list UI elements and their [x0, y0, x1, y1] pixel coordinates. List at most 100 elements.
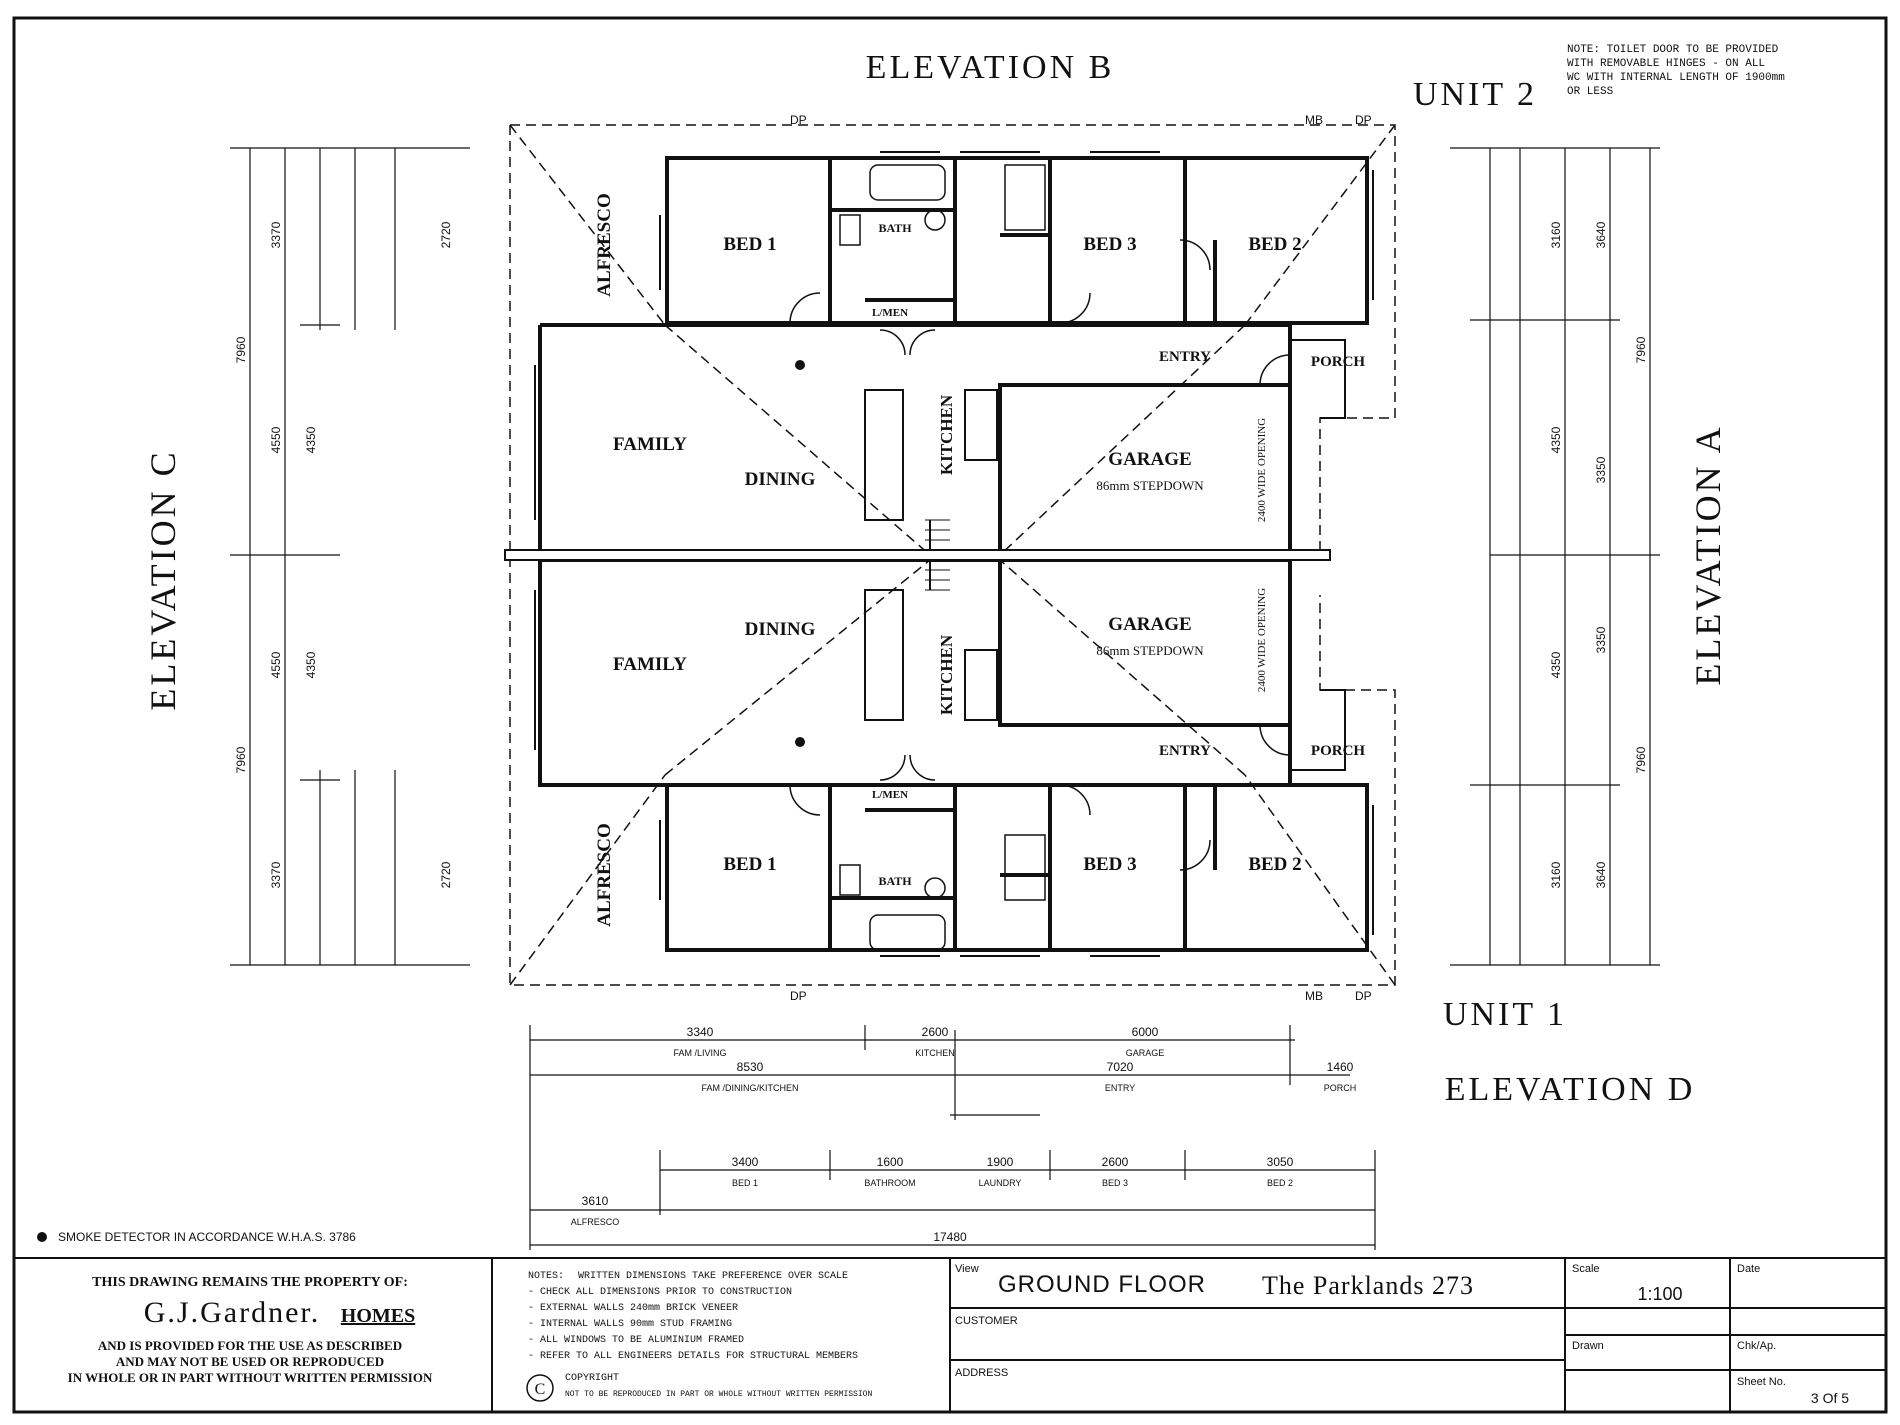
room-label: GARAGE — [1108, 449, 1191, 470]
dimension-label: BED 3 — [1102, 1178, 1128, 1188]
scale-value: 1:100 — [1637, 1284, 1682, 1304]
left-dimension-text: 3370 7960 4550 4350 4350 4550 7960 3370 … — [234, 221, 453, 888]
dimension-label: 1900 — [987, 1155, 1014, 1169]
unit-2-label: UNIT 2 — [1413, 76, 1537, 113]
downpipe-label: DP — [790, 989, 807, 1003]
room-label: 86mm STEPDOWN — [1096, 478, 1204, 493]
view-label: View — [955, 1263, 979, 1275]
room-label: PORCH — [1311, 743, 1365, 759]
room-label: FAMILY — [613, 654, 687, 675]
dimension-label: 7960 — [234, 336, 248, 363]
copyright-icon — [526, 1374, 554, 1402]
elevation-a-label: ELEVATION A — [1688, 424, 1728, 685]
dimension-label: 2600 — [1102, 1155, 1129, 1169]
dimension-label: GARAGE — [1126, 1048, 1165, 1058]
note-item: - CHECK ALL DIMENSIONS PRIOR TO CONSTRUC… — [528, 1287, 792, 1298]
roof-outline — [509, 124, 1396, 986]
dimension-label: 3640 — [1594, 221, 1608, 248]
downpipe-label: DP — [1355, 113, 1372, 127]
dimension-label: 3370 — [269, 221, 283, 248]
title-block-frame — [13, 1257, 1887, 1413]
dimension-label: 6000 — [1132, 1025, 1159, 1039]
note-item: - INTERNAL WALLS 90mm STUD FRAMING — [528, 1319, 732, 1330]
dimension-label: 4550 — [269, 426, 283, 453]
room-label: DINING — [745, 469, 816, 490]
dimension-label: 3610 — [582, 1194, 609, 1208]
dimension-label: BED 2 — [1267, 1178, 1293, 1188]
room-label: BED 2 — [1248, 234, 1301, 255]
room-label: L/MEN — [872, 789, 908, 801]
dimension-label: LAUNDRY — [979, 1178, 1022, 1188]
construction-notes: NOTES: WRITTEN DIMENSIONS TAKE PREFERENC… — [526, 1271, 872, 1402]
room-label: BED 1 — [723, 854, 776, 875]
dimension-label: 3050 — [1267, 1155, 1294, 1169]
drawn-label: Drawn — [1572, 1340, 1604, 1352]
room-label: GARAGE — [1108, 614, 1191, 635]
property-line: THIS DRAWING REMAINS THE PROPERTY OF: — [92, 1275, 408, 1290]
dimension-label: 3160 — [1549, 221, 1563, 248]
elevation-d-label: ELEVATION D — [1445, 1071, 1696, 1108]
smoke-detector-note: SMOKE DETECTOR IN ACCORDANCE W.H.A.S. 37… — [58, 1230, 356, 1244]
property-line: AND MAY NOT BE USED OR REPRODUCED — [116, 1354, 384, 1369]
dimension-label: BED 1 — [732, 1178, 758, 1188]
room-label: ENTRY — [1159, 743, 1211, 759]
room-label: L/MEN — [872, 307, 908, 319]
dimension-label: FAM /LIVING — [673, 1048, 726, 1058]
dimension-label: 8530 — [737, 1060, 764, 1074]
elevation-c-label: ELEVATION C — [143, 449, 183, 710]
dimension-label: 2720 — [439, 221, 453, 248]
unit-1-label: UNIT 1 — [1443, 996, 1567, 1033]
room-label: BED 3 — [1083, 854, 1136, 875]
room-label: BED 3 — [1083, 234, 1136, 255]
unit-1-room-labels: ALFRESCO BED 1 BED 3 BED 2 BATH L/MEN EN… — [594, 588, 1365, 927]
dimension-label: 7960 — [1634, 336, 1648, 363]
dimension-label: 2600 — [922, 1025, 949, 1039]
property-line: IN WHOLE OR IN PART WITHOUT WRITTEN PERM… — [68, 1370, 433, 1385]
dimension-label: ALFRESCO — [571, 1217, 620, 1227]
sheet-label: Sheet No. — [1737, 1376, 1786, 1388]
dimension-label: FAM /DINING/KITCHEN — [701, 1083, 798, 1093]
note-item: WRITTEN DIMENSIONS TAKE PREFERENCE OVER … — [578, 1271, 848, 1282]
note-item: - EXTERNAL WALLS 240mm BRICK VENEER — [528, 1303, 738, 1314]
note-line: WITH REMOVABLE HINGES - ON ALL — [1567, 58, 1765, 70]
fixtures — [839, 164, 1046, 951]
dimension-label: 2720 — [439, 861, 453, 888]
unit-2-room-labels: ALFRESCO BED 1 BED 3 BED 2 BATH L/MEN EN… — [594, 193, 1365, 522]
tile-hatch — [925, 519, 950, 591]
smoke-detector-icon — [795, 737, 805, 747]
meter-box-label: MB — [1305, 989, 1323, 1003]
dimension-label: 1460 — [1327, 1060, 1354, 1074]
note-item: - ALL WINDOWS TO BE ALUMINIUM FRAMED — [528, 1335, 744, 1346]
dimension-label: 3400 — [732, 1155, 759, 1169]
room-label: BED 2 — [1248, 854, 1301, 875]
note-item: - REFER TO ALL ENGINEERS DETAILS FOR STR… — [528, 1351, 858, 1362]
copyright-symbol: C — [535, 1381, 546, 1398]
dimension-label: 17480 — [933, 1230, 967, 1244]
project-title: The Parklands 273 — [1262, 1271, 1474, 1300]
left-dimension-lines — [230, 147, 470, 966]
room-label: DINING — [745, 619, 816, 640]
note-line: WC WITH INTERNAL LENGTH OF 1900mm — [1567, 72, 1785, 84]
dimension-label: 3350 — [1594, 626, 1608, 653]
note-line: NOTE: TOILET DOOR TO BE PROVIDED — [1567, 44, 1779, 56]
service-labels: DP MB DP DP MB DP — [790, 113, 1372, 1003]
address-label: ADDRESS — [955, 1367, 1008, 1379]
property-line: AND IS PROVIDED FOR THE USE AS DESCRIBED — [98, 1338, 402, 1353]
room-label: BATH — [878, 221, 912, 235]
meter-box-label: MB — [1305, 113, 1323, 127]
room-label: ALFRESCO — [594, 193, 615, 296]
room-label: PORCH — [1311, 354, 1365, 370]
smoke-detector-icon — [37, 1232, 47, 1242]
copyright-label: COPYRIGHT — [565, 1373, 619, 1384]
date-label: Date — [1737, 1263, 1760, 1275]
dimension-label: 4350 — [1549, 651, 1563, 678]
room-label: KITCHEN — [937, 634, 956, 715]
dimension-label: 1600 — [877, 1155, 904, 1169]
dimension-label: 7960 — [234, 746, 248, 773]
right-dimension-lines — [1450, 147, 1660, 966]
downpipe-label: DP — [790, 113, 807, 127]
customer-label: CUSTOMER — [955, 1315, 1018, 1327]
room-label: 2400 WIDE OPENING — [1256, 418, 1268, 522]
view-title: GROUND FLOOR — [998, 1271, 1206, 1298]
bottom-dimension-lines — [529, 1025, 1376, 1250]
